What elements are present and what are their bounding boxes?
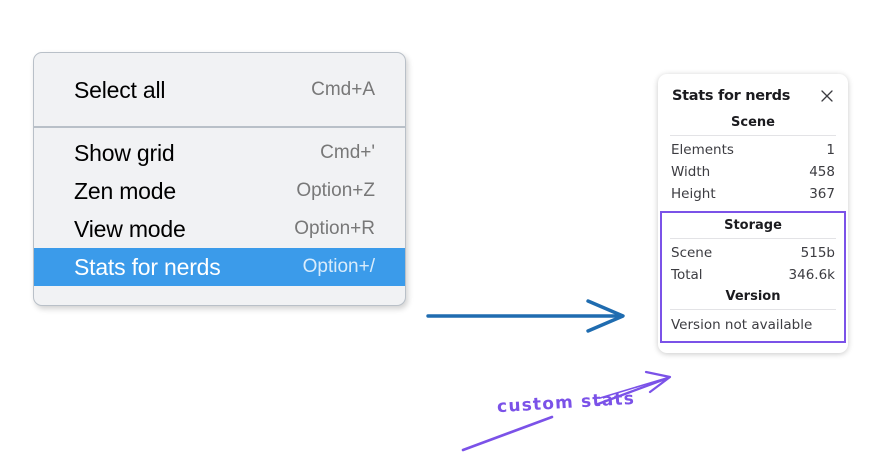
menu-divider bbox=[34, 126, 405, 128]
panel-title: Stats for nerds bbox=[672, 88, 791, 104]
panel-body: Scene Elements 1 Width 458 Height 367 St… bbox=[658, 112, 848, 353]
section-heading-scene: Scene bbox=[731, 115, 775, 130]
canvas-context-menu[interactable]: Select all Cmd+A Show grid Cmd+' Zen mod… bbox=[33, 52, 406, 306]
panel-header: Stats for nerds bbox=[658, 74, 848, 112]
stats-for-nerds-panel: Stats for nerds Scene Elements 1 Width 4… bbox=[658, 74, 848, 353]
menu-item-shortcut: Cmd+' bbox=[320, 142, 375, 163]
menu-item-label: Stats for nerds bbox=[74, 253, 221, 280]
stat-row: Width 458 bbox=[670, 161, 836, 183]
menu-item-stats-for-nerds[interactable]: Stats for nerds Option+/ bbox=[34, 248, 405, 286]
stat-value: 367 bbox=[809, 186, 835, 202]
stat-value: 458 bbox=[809, 164, 835, 180]
stat-key: Total bbox=[671, 267, 703, 283]
stat-row: Height 367 bbox=[670, 183, 836, 205]
stat-value: 1 bbox=[826, 142, 835, 158]
menu-item-shortcut: Cmd+A bbox=[311, 79, 375, 100]
menu-bottom-padding bbox=[34, 286, 405, 305]
stat-key: Elements bbox=[671, 142, 734, 158]
stat-value: 346.6k bbox=[788, 267, 835, 283]
menu-item-show-grid[interactable]: Show grid Cmd+' bbox=[34, 134, 405, 172]
menu-item-label: Zen mode bbox=[74, 177, 176, 204]
menu-item-label: Show grid bbox=[74, 139, 175, 166]
menu-item-label: View mode bbox=[74, 215, 186, 242]
stat-value: 515b bbox=[800, 245, 835, 261]
stat-row: Scene 515b bbox=[670, 242, 836, 264]
section-heading-storage: Storage bbox=[724, 218, 782, 233]
menu-item-label: Select all bbox=[74, 76, 166, 103]
section-rule bbox=[670, 238, 836, 239]
stat-key: Width bbox=[671, 164, 711, 180]
stat-key: Height bbox=[671, 186, 716, 202]
menu-group-1: Select all Cmd+A bbox=[34, 53, 405, 126]
section-rule bbox=[670, 135, 836, 136]
menu-item-view-mode[interactable]: View mode Option+R bbox=[34, 210, 405, 248]
menu-item-shortcut: Option+R bbox=[294, 218, 375, 239]
stat-key: Scene bbox=[671, 245, 713, 261]
custom-stats-highlight-box: Storage Scene 515b Total 346.6k Version … bbox=[660, 211, 846, 343]
stat-row: Elements 1 bbox=[670, 139, 836, 161]
version-value: Version not available bbox=[671, 317, 813, 333]
menu-item-shortcut: Option+/ bbox=[302, 256, 375, 277]
stat-row: Total 346.6k bbox=[670, 264, 836, 286]
menu-item-select-all[interactable]: Select all Cmd+A bbox=[34, 71, 405, 109]
menu-item-shortcut: Option+Z bbox=[296, 180, 375, 201]
menu-item-zen-mode[interactable]: Zen mode Option+Z bbox=[34, 172, 405, 210]
blue-arrow bbox=[426, 299, 625, 333]
section-heading-version: Version bbox=[725, 289, 781, 304]
section-rule bbox=[670, 309, 836, 310]
menu-group-2: Show grid Cmd+' Zen mode Option+Z View m… bbox=[34, 128, 405, 305]
annotation-label-custom-stats: custom stats bbox=[496, 388, 636, 418]
close-icon[interactable] bbox=[819, 88, 835, 104]
purple-underline-stroke bbox=[461, 415, 554, 452]
